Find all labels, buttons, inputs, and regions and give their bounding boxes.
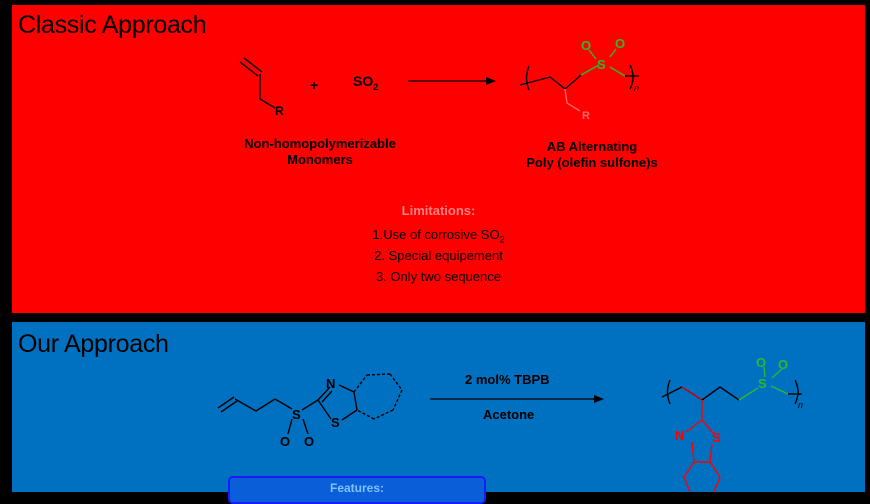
- solvent-condition: Acetone: [483, 407, 534, 422]
- classic-approach-panel: Classic Approach R + SO2: [12, 5, 865, 313]
- product-thiazole-s-atom: S: [712, 430, 721, 445]
- limitation-item-1: 1.Use of corrosive SO2: [372, 227, 505, 245]
- sulfonyl-o-atom-right: O: [615, 36, 625, 51]
- classic-approach-heading: Classic Approach: [18, 11, 207, 39]
- thiazole-s-atom: S: [331, 415, 340, 430]
- monomer-label: Non-homopolymerizable Monomers: [244, 136, 396, 167]
- catalyst-condition: 2 mol% TBPB: [465, 372, 550, 387]
- product-thiazole-n-atom: N: [675, 428, 684, 443]
- our-reaction-scheme: N S S O O 2 mol% TBPB Acetone: [217, 355, 803, 493]
- repeat-unit-n: n: [634, 83, 639, 93]
- benzothiazole-sulfone-monomer-structure: [217, 373, 403, 435]
- monomer-r-group: R: [275, 104, 284, 118]
- our-approach-heading: Our Approach: [18, 330, 169, 358]
- features-title: Features:: [329, 481, 385, 495]
- limitation-item-3: 3. Only two sequence: [375, 269, 502, 284]
- product-sulfonyl-s-atom: S: [758, 376, 767, 391]
- sulfonyl-s-atom-reactant: S: [292, 407, 301, 422]
- reaction-arrow: [408, 77, 496, 85]
- product-sulfonyl-o-atom-left: O: [756, 355, 766, 370]
- plus-sign: +: [310, 77, 318, 93]
- product-label: AB Alternating Poly (olefin sulfone)s: [526, 139, 658, 170]
- alternating-polymer-product-structure: [661, 366, 802, 493]
- reaction-arrow-ours: [430, 395, 604, 403]
- sulfonyl-o-atom-reactant-right: O: [304, 434, 314, 449]
- alkene-monomer-structure: [239, 57, 276, 109]
- sulfonyl-s-atom: S: [597, 57, 606, 72]
- sulfonyl-o-atom-left: O: [581, 38, 591, 53]
- sulfonyl-o-atom-reactant-left: O: [280, 434, 290, 449]
- polymer-r-group: R: [582, 110, 590, 122]
- thiazole-n-atom: N: [326, 376, 335, 391]
- our-approach-panel: Our Approach N S: [12, 322, 865, 504]
- so2-reagent: SO2: [353, 73, 378, 92]
- limitation-item-2: 2. Special equipement: [374, 248, 503, 263]
- features-box: Features:: [228, 476, 486, 504]
- product-repeat-unit-n: n: [798, 400, 803, 410]
- classic-reaction-scheme: R + SO2 S O O n R: [239, 36, 639, 122]
- poly-olefin-sulfone-structure: [519, 48, 639, 112]
- limitations-title: Limitations:: [401, 203, 476, 218]
- product-sulfonyl-o-atom-right: O: [778, 357, 788, 372]
